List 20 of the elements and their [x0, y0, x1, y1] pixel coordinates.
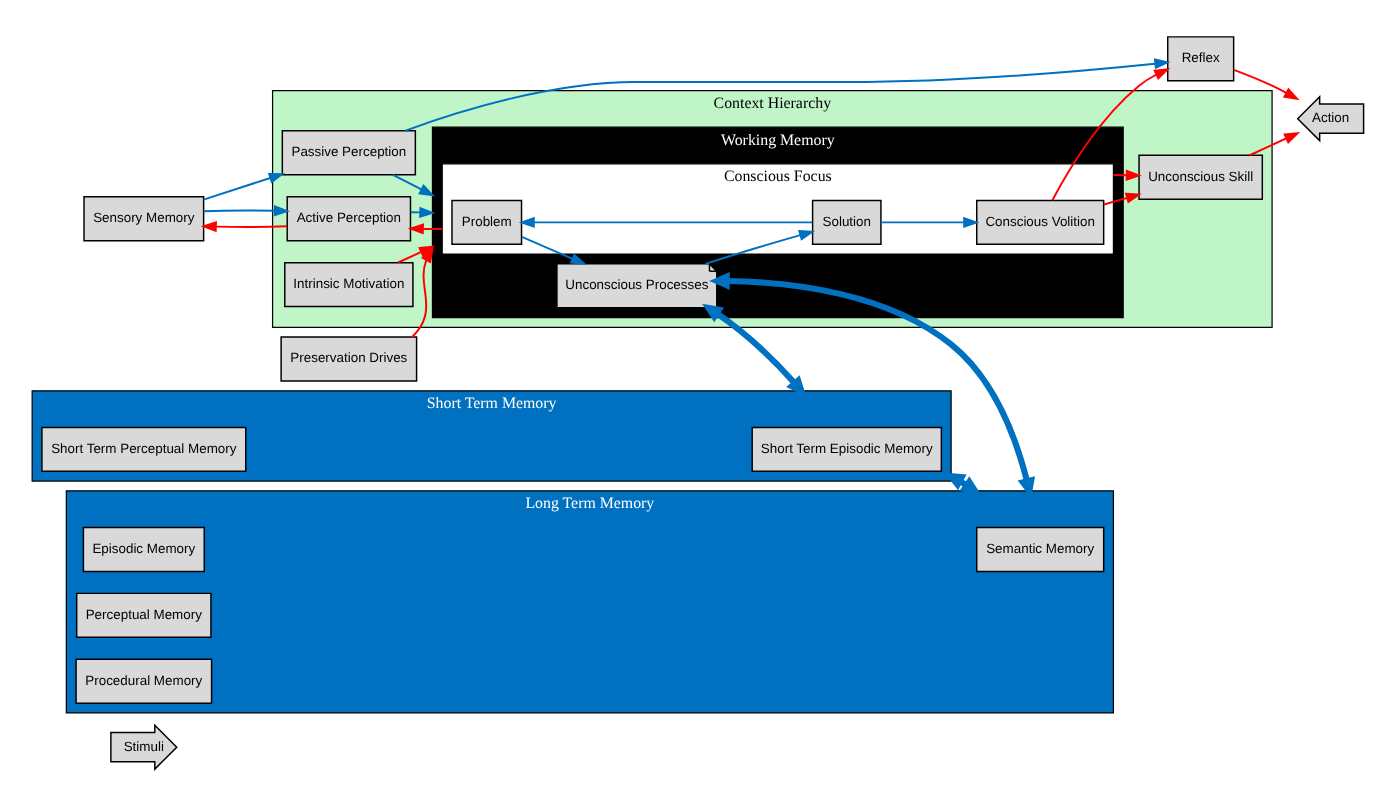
- arrow: [702, 302, 807, 396]
- arrow: [411, 245, 434, 338]
- arrow: [202, 204, 290, 216]
- arrow: [518, 215, 814, 228]
- arrow: [391, 172, 436, 196]
- arrow: [1232, 67, 1300, 100]
- arrow: [709, 271, 1036, 498]
- arrow: [704, 228, 816, 264]
- arrow: [520, 234, 587, 264]
- arrow: [407, 222, 444, 234]
- arrow: [1051, 67, 1171, 201]
- arrow: [200, 220, 289, 232]
- arrow: [944, 471, 982, 495]
- arrow: [403, 57, 1171, 131]
- arrow: [1112, 168, 1142, 180]
- arrow: [1248, 131, 1301, 156]
- arrow: [202, 171, 285, 200]
- arrow: [880, 215, 980, 228]
- arrow: [1102, 191, 1142, 205]
- arrow: [397, 244, 436, 263]
